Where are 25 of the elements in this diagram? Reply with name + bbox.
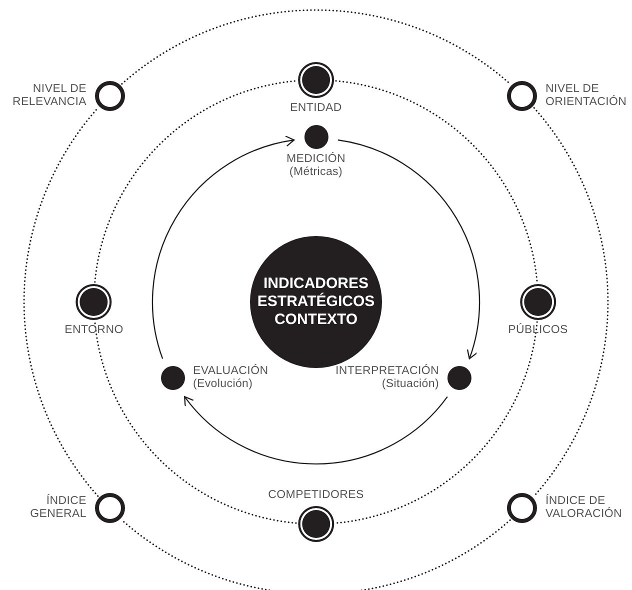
node-label: ENTIDAD <box>290 102 342 115</box>
node-label: ENTORNO <box>64 324 124 337</box>
node-label: COMPETIDORES <box>268 489 364 502</box>
node-label: MEDICIÓN <box>286 153 346 166</box>
node-sublabel: (Evolución) <box>192 378 254 392</box>
dotted-arc <box>94 80 297 283</box>
curved-arrow <box>152 136 295 359</box>
node-label: PÚBLICOS <box>508 324 568 337</box>
curved-arrow <box>184 396 448 464</box>
node-sublabel: (Situación) <box>380 378 440 392</box>
dotted-arc <box>533 107 609 497</box>
dotted-arc <box>121 9 511 85</box>
node-sublabel: (Métricas) <box>288 166 344 179</box>
curved-arrow <box>338 139 480 360</box>
dotted-arc <box>335 80 538 283</box>
node-label: INTERPRETACIÓN <box>335 365 440 378</box>
node-label: NIVEL DE RELEVANCIA <box>12 82 87 109</box>
node-label: NIVEL DE ORIENTACIÓN <box>545 82 624 109</box>
dotted-arc <box>335 321 538 524</box>
dotted-arc <box>23 107 99 497</box>
node-label: ÍNDICE GENERAL <box>29 495 87 522</box>
node-label: EVALUACIÓN <box>192 365 268 378</box>
dotted-arc <box>121 519 511 590</box>
node-label: ÍNDICE DE VALORACIÓN <box>545 495 624 522</box>
dotted-arc <box>94 321 297 524</box>
